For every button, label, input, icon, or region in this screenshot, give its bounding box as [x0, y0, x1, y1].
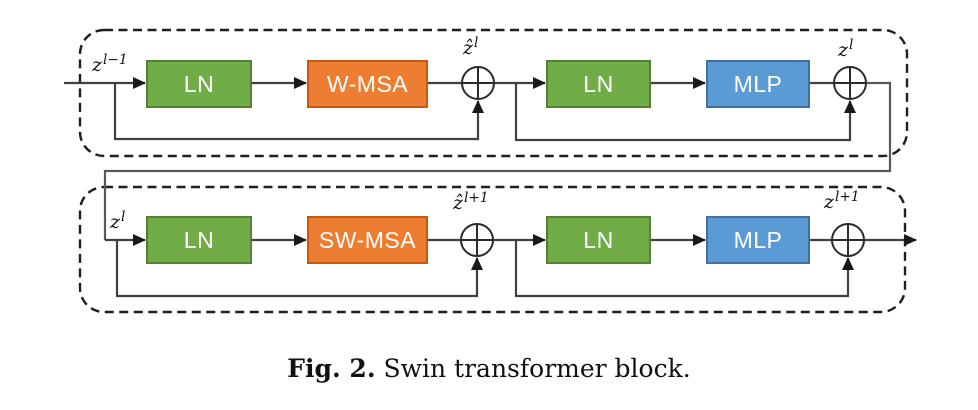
block-mlp-row1: MLP	[706, 60, 810, 108]
block-ln-row2-first: LN	[146, 216, 252, 264]
row2-wires	[105, 234, 917, 298]
sum-node-row1-2	[833, 66, 867, 100]
label-z-l-row1: zl	[838, 37, 854, 61]
label-sup: l+1	[835, 189, 860, 205]
sum-nodes	[460, 66, 867, 257]
block-ln-row1-second: LN	[546, 60, 651, 108]
label-z-l-plus-1: zl+1	[824, 189, 860, 213]
label-base: z	[824, 190, 835, 213]
label-base: z	[110, 210, 121, 233]
label-sup: l	[474, 35, 479, 51]
row1-skip2	[514, 83, 856, 142]
label-sup: l	[121, 209, 126, 225]
row2-skip2	[514, 240, 854, 298]
row1-wires	[64, 77, 856, 142]
row1-to-row2-connector	[103, 81, 892, 240]
block-mlp-row2: MLP	[706, 216, 810, 264]
sum-node-row2-2	[831, 223, 865, 257]
label-base: ẑ	[453, 191, 464, 214]
label-z-l-row2-input: zl	[110, 209, 126, 233]
row1-skip1	[113, 83, 484, 141]
dashed-container-row1	[78, 28, 909, 158]
label-sup: l+1	[464, 190, 489, 206]
block-ln-row1-first: LN	[146, 60, 252, 108]
label-zhat-l-plus-1: ẑl+1	[453, 190, 489, 214]
figure-caption-number: Fig. 2.	[287, 354, 376, 383]
label-base: z	[838, 38, 849, 61]
label-base: z	[92, 53, 103, 76]
label-base: ẑ	[463, 36, 474, 59]
label-sup: l−1	[103, 52, 128, 68]
block-swmsa: SW-MSA	[307, 216, 428, 264]
block-ln-row2-second: LN	[546, 216, 651, 264]
sum-node-row1-1	[461, 66, 495, 100]
label-sup: l	[849, 37, 854, 53]
block-wmsa: W-MSA	[307, 60, 428, 108]
label-z-l-minus-1: zl−1	[92, 52, 128, 76]
figure-caption-text: Swin transformer block.	[383, 354, 691, 383]
label-zhat-l: ẑl	[463, 35, 479, 59]
sum-node-row2-1	[460, 223, 494, 257]
row2-skip1	[115, 240, 483, 298]
figure-caption: Fig. 2. Swin transformer block.	[0, 354, 978, 383]
